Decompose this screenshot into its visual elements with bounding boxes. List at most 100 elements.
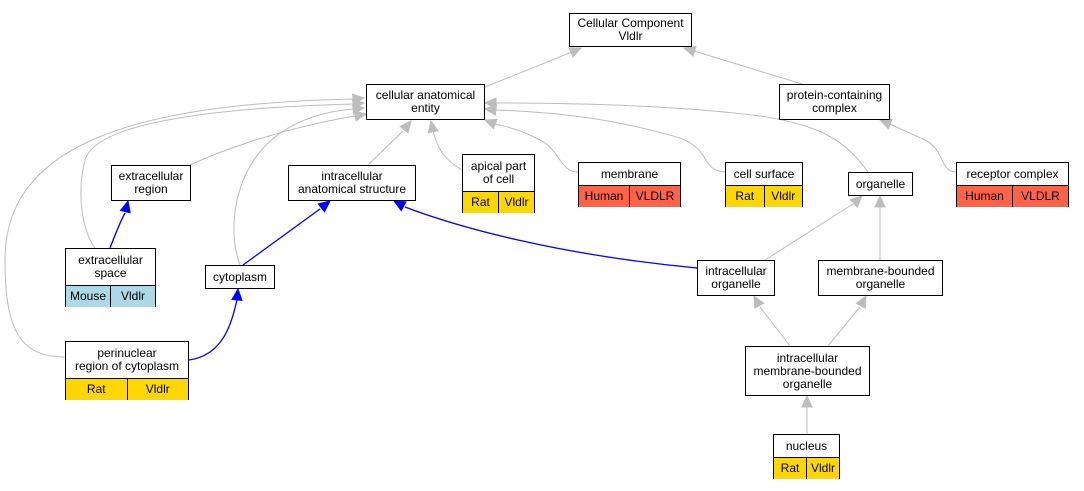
edge-apical-to-cae — [432, 130, 463, 171]
edge-intra_mb-to-mem_bound — [827, 306, 861, 347]
edge-arrowhead — [878, 118, 893, 130]
species-tag: Human — [584, 189, 624, 203]
annotation-row: Human VLDLR — [957, 185, 1068, 207]
annotation-row: Rat Vldlr — [774, 457, 839, 479]
edge-intra_org-to-intra_anat — [404, 206, 698, 269]
edge-arrowhead — [399, 120, 412, 134]
node-receptor-complex[interactable]: receptor complex Human VLDLR — [956, 162, 1069, 207]
node-label-line: membrane-bounded — [826, 264, 935, 278]
edge-arrowhead — [353, 110, 368, 122]
node-label-line: intracellular — [776, 350, 839, 365]
node-label-line: region — [134, 182, 168, 196]
edge-arrowhead — [483, 104, 498, 116]
node-label-line: complex — [812, 101, 857, 115]
annotation-row: Rat Vldlr — [66, 378, 188, 400]
node-label-line: membrane-bounded — [753, 363, 862, 378]
node-nucleus[interactable]: nucleus Rat Vldlr — [773, 434, 840, 479]
node-label-line: intracellular — [321, 169, 383, 183]
node-label-line: apical part — [470, 159, 527, 173]
node-label-line: cellular anatomical — [375, 88, 476, 102]
node-label-line: entity — [411, 101, 440, 115]
edge-perinuclear-to-cae — [4, 98, 355, 358]
edge-pcc-to-root — [693, 50, 803, 85]
node-label-line: extracellular — [118, 169, 184, 183]
node-label-line: extracellular — [78, 253, 143, 267]
edge-receptor-to-pcc — [889, 123, 957, 173]
node-organelle[interactable]: organelle — [848, 172, 913, 196]
node-label-line: anatomical structure — [297, 182, 407, 196]
node-label-line: of cell — [482, 172, 515, 186]
annotation-row: Rat Vldlr — [726, 185, 802, 207]
edge-arrowhead — [351, 93, 366, 105]
edge-extra_space-to-cae — [80, 103, 355, 249]
species-tag: Human — [965, 189, 1004, 203]
node-label-line: region of cytoplasm — [74, 359, 180, 373]
node-label-line: organelle — [855, 277, 906, 291]
edge-arrowhead — [483, 118, 498, 130]
edge-arrowhead — [351, 103, 366, 115]
edge-intra_org-to-organelle — [764, 203, 854, 261]
annotation-row: Human VLDLR — [579, 185, 680, 207]
edge-membrane-to-cae — [494, 123, 579, 173]
node-cell-surface[interactable]: cell surface Rat Vldlr — [725, 162, 803, 207]
edge-arrowhead — [753, 294, 765, 309]
species-tag: Rat — [735, 189, 755, 203]
node-cytoplasm[interactable]: cytoplasm — [205, 265, 275, 289]
node-label-line: intracellular — [705, 264, 767, 278]
species-tag: Rat — [86, 382, 106, 396]
edge-cae-to-root — [484, 51, 573, 88]
gene-tag: Vldlr — [126, 379, 189, 400]
edge-arrowhead — [855, 294, 867, 309]
edge-arrowhead — [874, 194, 886, 208]
edge-arrowhead — [682, 45, 697, 57]
edge-intra_anat-to-cae — [367, 130, 404, 166]
annotation-row: Rat Vldlr — [463, 191, 534, 213]
edge-arrowhead — [427, 119, 439, 134]
edge-arrowhead — [849, 195, 863, 208]
species-tag: Rat — [780, 461, 800, 475]
node-label-line: receptor complex — [966, 166, 1059, 181]
edge-arrowhead — [483, 97, 497, 109]
node-membrane[interactable]: membrane Human VLDLR — [578, 162, 681, 207]
edge-arrowhead — [119, 199, 131, 214]
node-label-line: organelle — [782, 376, 833, 391]
annotation-row: Mouse Vldlr — [66, 285, 155, 307]
gene-tag: Vldlr — [763, 186, 803, 207]
species-tag: Mouse — [69, 289, 107, 303]
edge-perinuclear-to-cytoplasm — [188, 299, 238, 361]
node-label-line: cytoplasm — [212, 269, 268, 284]
node-label-line: cell surface — [733, 166, 795, 181]
edge-organelle-to-cae — [494, 102, 869, 173]
node-label-line: organelle — [711, 277, 761, 291]
gene-tag: VLDLR — [629, 186, 680, 207]
edge-extra_space-to-extra_reg — [109, 212, 126, 249]
species-tag: Rat — [471, 195, 490, 209]
edge-intra_mb-to-intra_org — [759, 306, 791, 347]
node-label-line: perinuclear — [97, 346, 157, 360]
edge-cell_surf-to-cae — [494, 109, 726, 173]
edge-arrowhead — [317, 200, 331, 213]
node-label-line: protein-containing — [786, 88, 883, 102]
node-label-line: space — [94, 266, 127, 280]
edge-cytoplasm-to-intra_anat — [242, 208, 321, 266]
node-label-line: organelle — [855, 176, 906, 191]
gene-tag: Vldlr — [806, 458, 839, 479]
gene-tag: Vldlr — [498, 192, 534, 213]
node-label-line: nucleus — [785, 438, 828, 453]
gene-tag: VLDLR — [1012, 186, 1068, 207]
node-label-line: membrane — [600, 166, 659, 181]
edge-arrowhead — [231, 287, 243, 301]
edge-arrowhead — [801, 394, 813, 408]
edge-extra_reg-to-cae — [189, 115, 356, 166]
